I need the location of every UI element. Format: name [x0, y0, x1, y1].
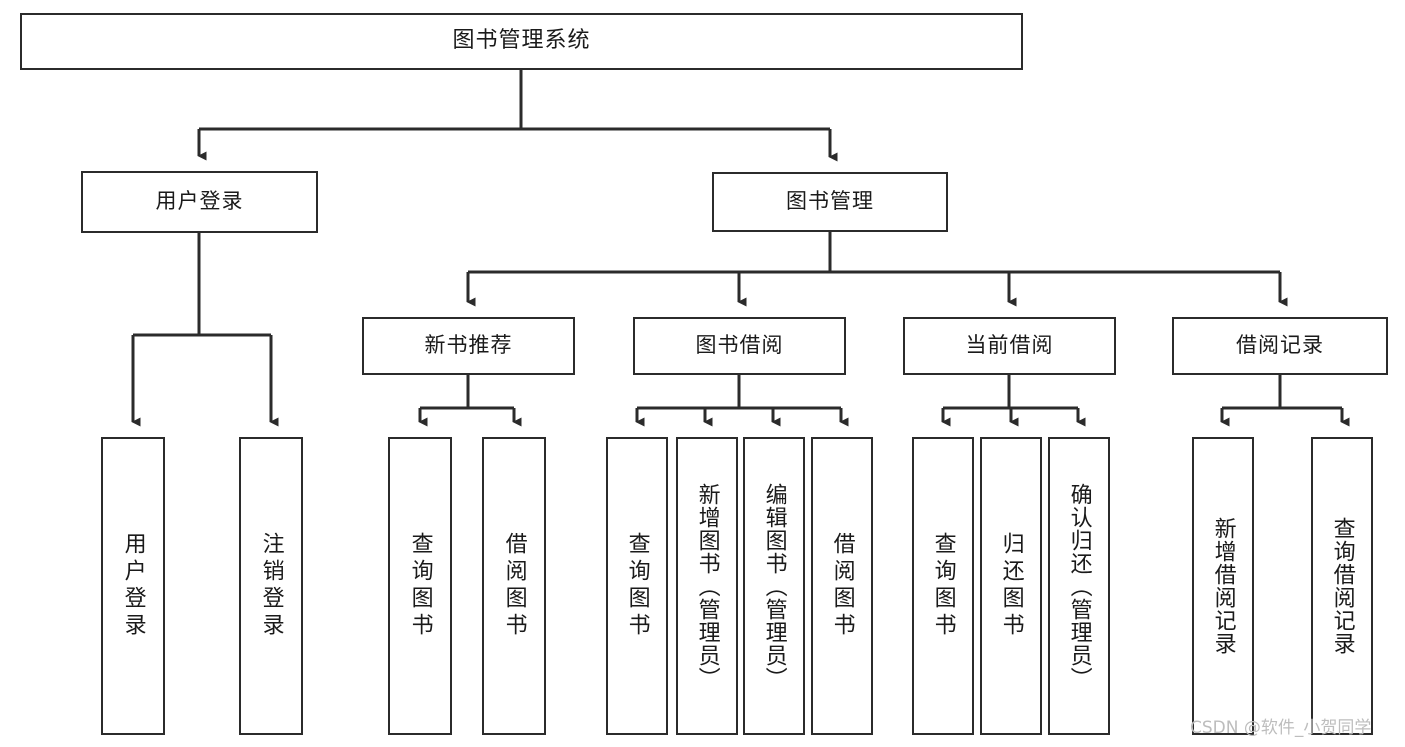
node-book-borrow[interactable]: 图书借阅 [633, 317, 846, 375]
leaf-return-books-label: 归还图书 [998, 532, 1024, 640]
node-current-borrow[interactable]: 当前借阅 [903, 317, 1116, 375]
node-borrow-record[interactable]: 借阅记录 [1172, 317, 1388, 375]
leaf-query-books-bb[interactable]: 查询图书 [606, 437, 668, 735]
node-book-borrow-label: 图书借阅 [695, 333, 784, 358]
leaf-confirm-return-admin-label: 确认归还（管理员） [1066, 482, 1092, 690]
leaf-query-books-nbr[interactable]: 查询图书 [388, 437, 452, 735]
node-user-login-label: 用户登录 [155, 189, 244, 214]
node-current-borrow-label: 当前借阅 [965, 333, 1054, 358]
leaf-borrow-books-bb-label: 借阅图书 [829, 532, 855, 640]
leaf-query-books-cb[interactable]: 查询图书 [912, 437, 974, 735]
leaf-add-book-admin[interactable]: 新增图书（管理员） [676, 437, 738, 735]
leaf-add-book-admin-label: 新增图书（管理员） [694, 482, 720, 690]
leaf-user-login-label: 用户登录 [120, 532, 146, 640]
leaf-query-books-cb-label: 查询图书 [930, 532, 956, 640]
node-user-login[interactable]: 用户登录 [81, 171, 318, 233]
leaf-user-login[interactable]: 用户登录 [101, 437, 165, 735]
node-new-book-recommend-label: 新书推荐 [424, 333, 513, 358]
node-new-book-recommend[interactable]: 新书推荐 [362, 317, 575, 375]
watermark: CSDN @软件_小贺同学 [1190, 718, 1372, 738]
node-root-label: 图书管理系统 [452, 28, 591, 54]
leaf-logout[interactable]: 注销登录 [239, 437, 303, 735]
node-root[interactable]: 图书管理系统 [20, 13, 1023, 70]
leaf-query-books-nbr-label: 查询图书 [407, 532, 433, 640]
leaf-confirm-return-admin[interactable]: 确认归还（管理员） [1048, 437, 1110, 735]
leaf-return-books[interactable]: 归还图书 [980, 437, 1042, 735]
leaf-query-borrow-record-label: 查询借阅记录 [1329, 517, 1355, 655]
leaf-query-borrow-record[interactable]: 查询借阅记录 [1311, 437, 1373, 735]
node-borrow-record-label: 借阅记录 [1236, 333, 1324, 358]
leaf-add-borrow-record[interactable]: 新增借阅记录 [1192, 437, 1254, 735]
leaf-borrow-books-bb[interactable]: 借阅图书 [811, 437, 873, 735]
leaf-edit-book-admin[interactable]: 编辑图书（管理员） [743, 437, 805, 735]
leaf-query-books-bb-label: 查询图书 [624, 532, 650, 640]
leaf-logout-label: 注销登录 [258, 532, 284, 640]
node-book-management[interactable]: 图书管理 [712, 172, 948, 232]
node-book-management-label: 图书管理 [786, 189, 874, 214]
leaf-add-borrow-record-label: 新增借阅记录 [1210, 517, 1236, 655]
leaf-borrow-books-nbr-label: 借阅图书 [501, 532, 527, 640]
leaf-edit-book-admin-label: 编辑图书（管理员） [761, 482, 787, 690]
leaf-borrow-books-nbr[interactable]: 借阅图书 [482, 437, 546, 735]
